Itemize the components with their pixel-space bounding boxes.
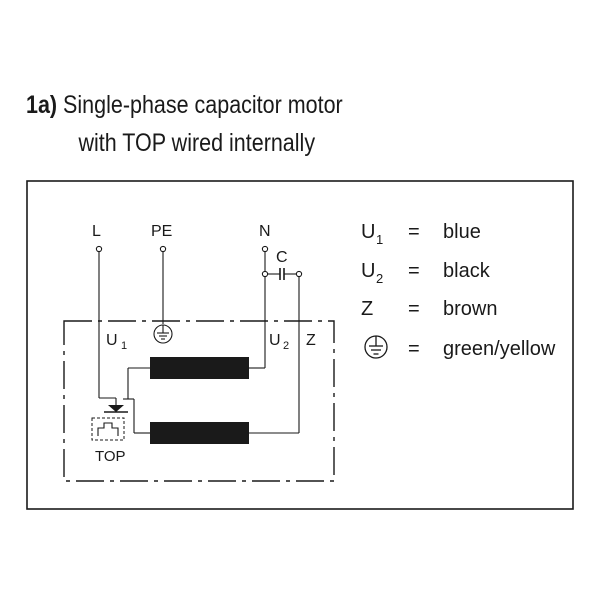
- capacitor-label-c: C: [276, 249, 288, 266]
- svg-text:green/yellow: green/yellow: [443, 338, 556, 360]
- main-winding: [150, 357, 249, 379]
- legend-row-u2: U 2 = black: [361, 260, 491, 286]
- legend: U 1 = blue U 2 = black Z = brown = gree: [361, 221, 556, 360]
- diagram-frame: [26, 180, 574, 510]
- diagram-heading: 1a) Single-phase capacitor motor with TO…: [26, 86, 508, 162]
- svg-text:=: =: [408, 221, 420, 243]
- heading-number: 1a): [26, 91, 58, 119]
- motor-enclosure: [63, 320, 335, 482]
- terminal-label-pe: PE: [151, 223, 172, 240]
- legend-row-u1: U 1 = blue: [361, 221, 481, 247]
- svg-text:Z: Z: [361, 298, 373, 320]
- legend-row-z: Z = brown: [361, 298, 497, 320]
- svg-text:U: U: [269, 332, 281, 349]
- thermal-protector-icon: [91, 405, 128, 441]
- terminal-label-l: L: [92, 223, 101, 240]
- svg-text:1: 1: [121, 340, 127, 352]
- capacitor-node-right: [295, 270, 303, 278]
- svg-text:blue: blue: [443, 221, 481, 243]
- svg-text:U: U: [361, 221, 375, 243]
- svg-text:black: black: [443, 260, 491, 282]
- label-u2: U 2: [269, 332, 289, 352]
- capacitor-icon: [279, 268, 285, 280]
- svg-text:2: 2: [283, 340, 289, 352]
- heading-line-2: with TOP wired internally: [78, 129, 316, 157]
- svg-text:brown: brown: [443, 298, 497, 320]
- ground-icon: [153, 324, 173, 344]
- legend-ground-icon: [364, 335, 388, 359]
- terminal-n: [261, 245, 269, 253]
- legend-row-ground: = green/yellow: [364, 335, 556, 360]
- terminal-label-n: N: [259, 223, 271, 240]
- top-label: TOP: [95, 448, 126, 465]
- svg-text:U: U: [106, 332, 118, 349]
- svg-text:U: U: [361, 260, 375, 282]
- label-z: Z: [306, 332, 316, 349]
- svg-text:=: =: [408, 260, 420, 282]
- svg-text:1: 1: [376, 232, 383, 247]
- auxiliary-winding: [150, 422, 249, 444]
- svg-text:=: =: [408, 298, 420, 320]
- capacitor-node-left: [261, 270, 269, 278]
- heading-line-1: Single-phase capacitor motor: [63, 91, 343, 119]
- svg-text:=: =: [408, 338, 420, 360]
- svg-text:2: 2: [376, 271, 383, 286]
- label-u1: U 1: [106, 332, 127, 352]
- terminal-pe: [159, 245, 167, 253]
- terminal-l: [95, 245, 103, 253]
